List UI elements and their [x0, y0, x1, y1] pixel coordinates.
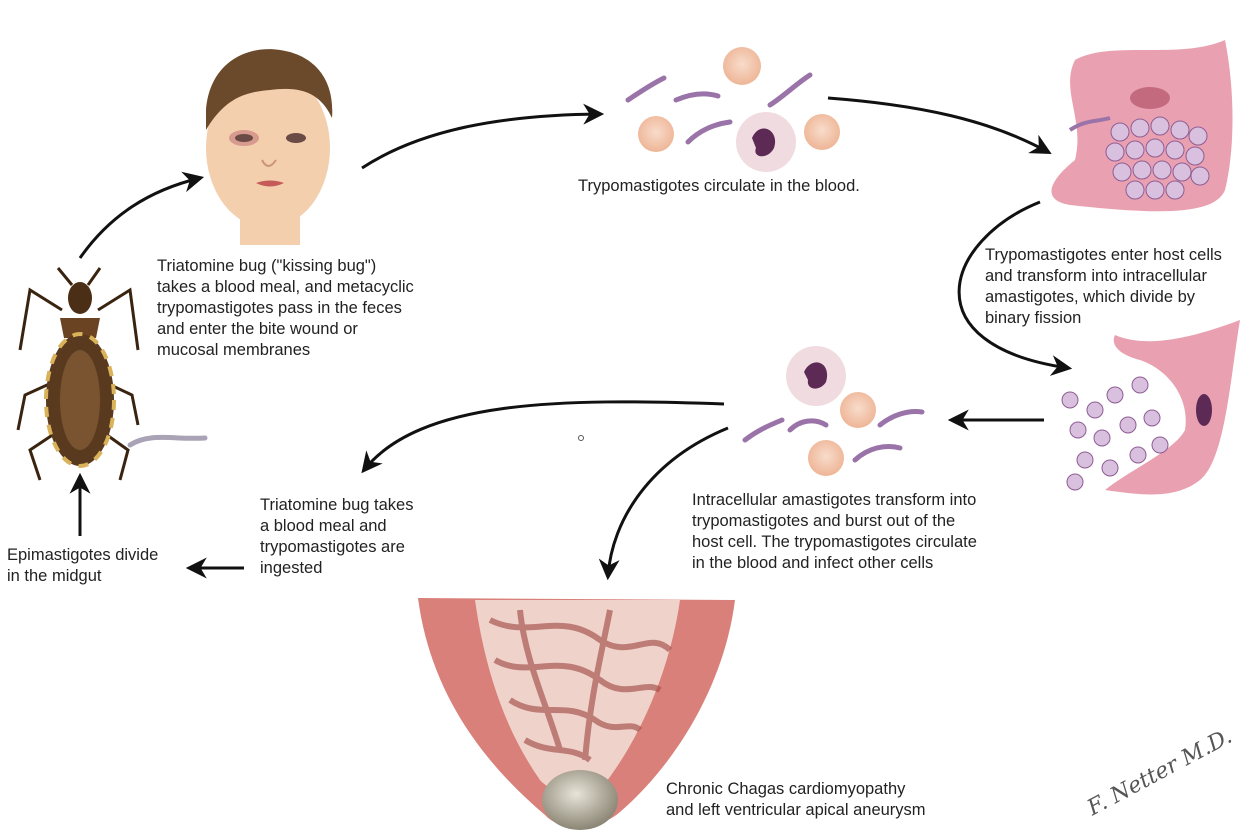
blood-trypomastigotes-top — [625, 47, 840, 172]
label-bug-ingests: Triatomine bug takes a blood meal and tr… — [260, 496, 414, 577]
arrow-blood-to-cell — [827, 96, 1052, 155]
trypomastigote — [673, 91, 721, 103]
label-amastigotes-burst: Intracellular amastigotes transform into… — [692, 491, 977, 572]
trypomastigote — [852, 444, 903, 463]
cycle-arrows — [69, 96, 1073, 581]
label-trypomastigotes-circulate: Trypomastigotes circulate in the blood. — [578, 177, 860, 195]
arrow-child-to-blood — [361, 103, 605, 170]
child-face-illustration — [206, 49, 333, 245]
arrow-bug-to-child — [78, 171, 205, 259]
arrow-burst-to-bug — [361, 400, 725, 474]
trypomastigote — [742, 417, 785, 443]
trypomastigote — [787, 418, 829, 433]
heart-aneurysm-illustration — [418, 598, 735, 830]
red-blood-cell — [638, 116, 674, 152]
host-cell-bursting — [1061, 320, 1240, 495]
white-blood-cell — [786, 346, 846, 406]
epimastigote — [127, 434, 208, 448]
trypomastigote — [877, 409, 925, 428]
red-blood-cell — [840, 392, 876, 428]
label-epimastigotes-midgut: Epimastigotes divide in the midgut — [7, 546, 159, 585]
label-chronic-chagas: Chronic Chagas cardiomyopathy and left v… — [666, 780, 926, 819]
apical-aneurysm — [542, 770, 618, 830]
arrow-burst-to-heart — [598, 426, 729, 581]
white-blood-cell — [736, 112, 796, 172]
triatomine-bug-illustration — [16, 267, 208, 481]
label-enter-host-cells: Trypomastigotes enter host cells and tra… — [985, 246, 1222, 327]
trypomastigote — [767, 72, 813, 108]
blood-trypomastigotes-middle — [742, 346, 925, 476]
red-blood-cell — [804, 114, 840, 150]
arrow-cell-to-divided — [957, 200, 1073, 376]
red-blood-cell — [808, 440, 844, 476]
red-blood-cell — [723, 47, 761, 85]
label-bite-blood-meal: Triatomine bug ("kissing bug") takes a b… — [157, 257, 414, 359]
trypomastigote — [685, 119, 733, 145]
host-cell-amastigotes — [1051, 40, 1233, 212]
trypomastigote — [625, 75, 667, 103]
